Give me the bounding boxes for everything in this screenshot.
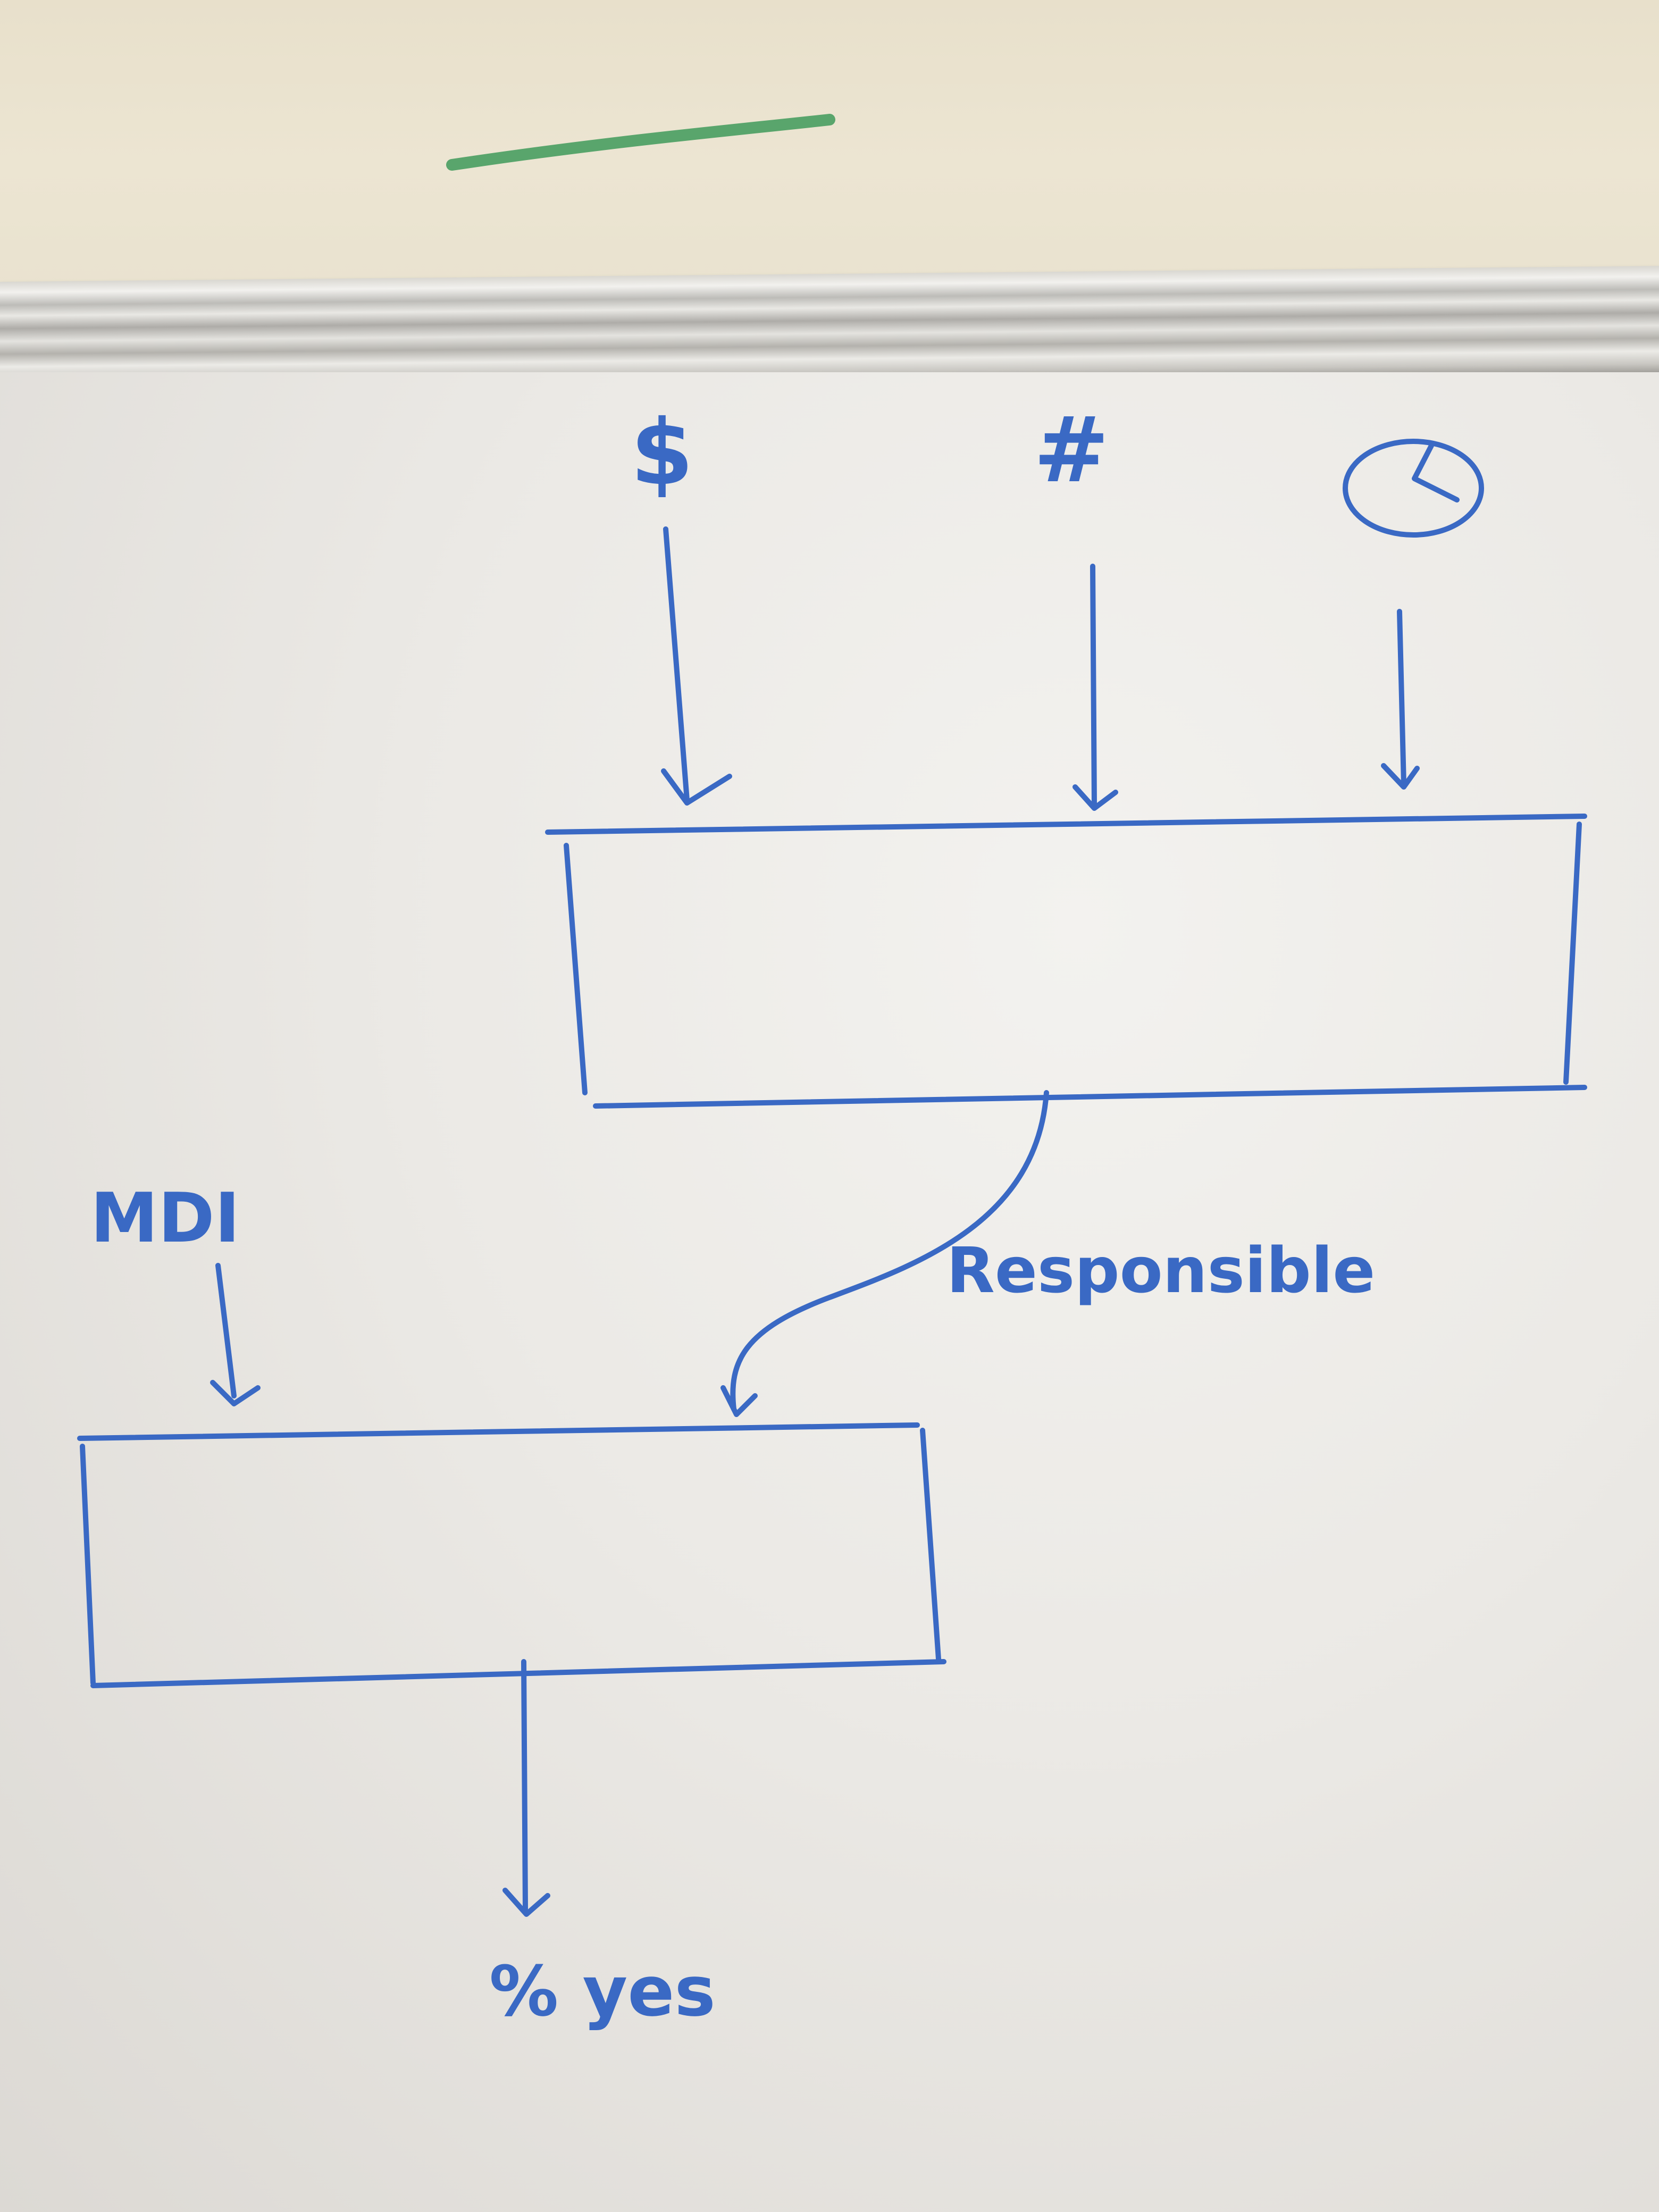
whiteboard	[0, 372, 1659, 2212]
connector-arrow	[720, 1090, 1049, 1417]
dollar-label: $	[631, 400, 693, 506]
wall	[0, 0, 1659, 298]
top-process-box	[545, 814, 1587, 1109]
percent-yes-label: % yes	[489, 1951, 716, 2032]
arrow-number-to-box	[1073, 564, 1118, 811]
arrow-box-to-output	[502, 1659, 550, 1917]
arrow-dollar-to-box	[661, 526, 732, 806]
bottom-process-box	[77, 1422, 946, 1688]
number-sign-label: #	[1034, 398, 1109, 503]
clock-icon	[1343, 439, 1484, 538]
responsible-label: Responsible	[946, 1234, 1375, 1307]
arrow-mdi-to-box	[210, 1263, 261, 1406]
green-marker-smudge	[446, 114, 835, 171]
mdi-label: MDI	[90, 1179, 240, 1258]
arrow-clock-to-box	[1381, 609, 1420, 790]
